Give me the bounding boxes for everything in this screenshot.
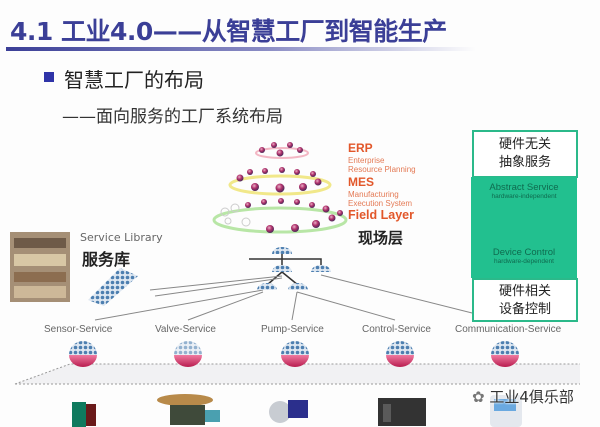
field-layer-cn: 现场层 (358, 229, 404, 247)
hw-dependent-box: 硬件相关 设备控制 (472, 278, 578, 322)
wechat-icon: ✿ (472, 388, 490, 406)
service-links (94, 274, 501, 321)
service-panel: Abstract Service hardware-independent De… (471, 177, 577, 278)
service-label-sensor: Sensor-Service (44, 324, 113, 335)
service-label-valve: Valve-Service (155, 324, 216, 335)
hw-independent-line1: 硬件无关 (498, 137, 551, 152)
erp-label: ERP (348, 141, 373, 155)
service-bus (14, 363, 580, 385)
abstract-service-label: Abstract Service (489, 182, 559, 193)
mes-sub-2: Execution System (348, 199, 413, 208)
hw-dependent-label: hardware-dependent (494, 258, 554, 265)
device-images (72, 394, 522, 427)
service-library-label: Service Library (80, 231, 163, 244)
service-label-communication: Communication-Service (455, 324, 562, 335)
hw-independent-label: hardware-independent (491, 193, 557, 200)
hw-independent-box: 硬件无关 抽象服务 (472, 130, 578, 178)
network-nodes (88, 247, 331, 306)
title-divider (6, 47, 476, 51)
device-control-label: Device Control (492, 247, 556, 258)
service-library-cn: 服务库 (82, 250, 131, 269)
heading: 智慧工厂的布局 (64, 68, 204, 92)
service-label-pump: Pump-Service (261, 324, 324, 335)
sensor-device (72, 402, 96, 427)
hw-dependent-line2: 设备控制 (498, 302, 551, 317)
slide-title: 4.1 工业4.0——从智慧工厂到智能生产 (10, 17, 447, 46)
pyramid (212, 142, 348, 234)
bookshelf-image (10, 232, 70, 302)
watermark: ✿ 工业4俱乐部 (472, 386, 574, 407)
valve-device (157, 394, 220, 425)
erp-sub-1: Enterprise (348, 156, 385, 165)
subheading: ——面向服务的工厂系统布局 (62, 107, 283, 127)
mes-label: MES (348, 175, 375, 189)
comm-device (490, 395, 522, 427)
controller-device (378, 398, 426, 426)
hw-independent-line2: 抽象服务 (498, 155, 551, 170)
erp-sub-2: Resource Planning (348, 165, 416, 174)
watermark-text: 工业4俱乐部 (489, 388, 574, 406)
pump-device (269, 400, 308, 423)
bullet-icon (44, 72, 54, 82)
mes-sub-1: Manufacturing (348, 190, 399, 199)
hw-dependent-line1: 硬件相关 (498, 284, 551, 299)
service-label-control: Control-Service (362, 324, 431, 335)
field-layer-label: Field Layer (348, 208, 414, 222)
service-nodes (69, 341, 519, 367)
